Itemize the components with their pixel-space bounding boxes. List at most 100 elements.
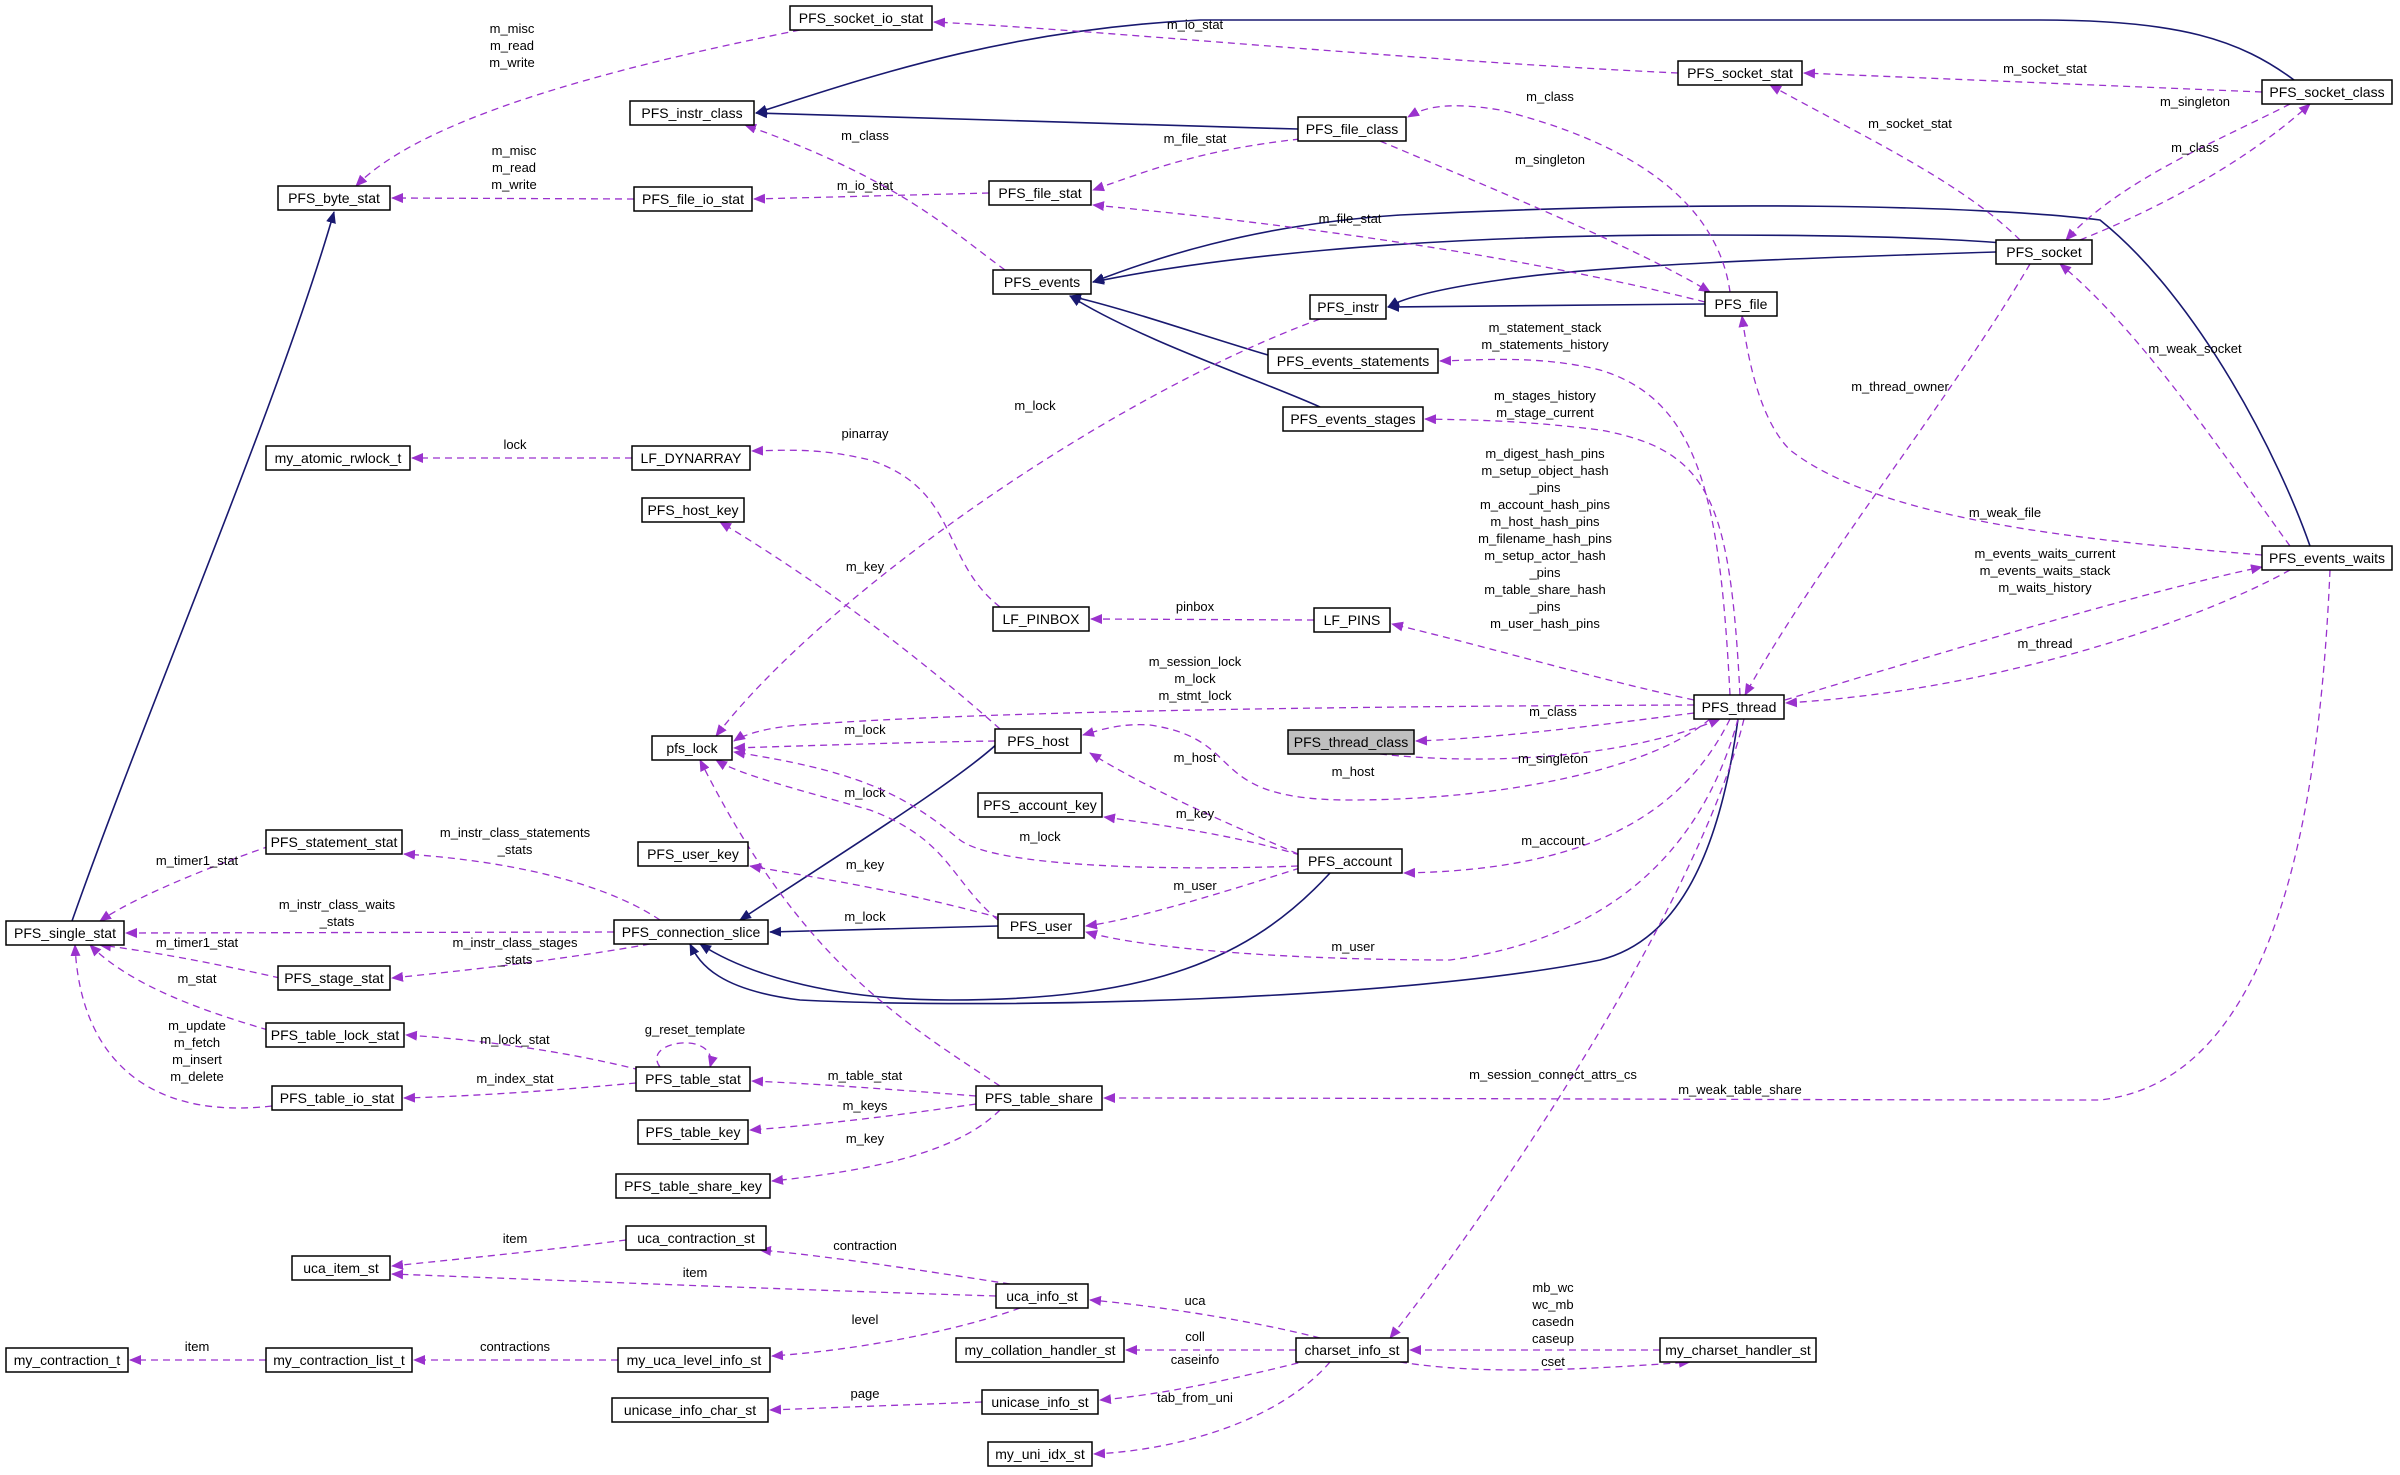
node-pfs-user[interactable]: PFS_user [997,913,1085,939]
member-arrow [1092,138,1301,192]
node-pfs-socket-class[interactable]: PFS_socket_class [2261,79,2393,105]
node-pfs-socket[interactable]: PFS_socket [1995,239,2093,265]
node-pfs-socket-stat[interactable]: PFS_socket_stat [1677,60,1803,86]
member-arrow [699,759,1001,1087]
node-pfs-file-class[interactable]: PFS_file_class [1297,116,1407,142]
node-pfs-instr[interactable]: PFS_instr [1309,294,1387,320]
node-pfs-table-lock-stat[interactable]: PFS_table_lock_stat [265,1022,405,1048]
node-box [5,1347,129,1373]
node-box [271,1085,403,1111]
node-pfs-thread-class[interactable]: PFS_thread_class [1287,729,1415,755]
edge-label: m_host [1332,764,1375,779]
node-unicase-info-st[interactable]: unicase_info_st [981,1389,1099,1415]
node-pfs-account-key[interactable]: PFS_account_key [977,792,1103,818]
node-pfs-table-stat[interactable]: PFS_table_stat [635,1066,751,1092]
node-label: LF_DYNARRAY [641,450,743,466]
edge-PFS_events_stages-to-PFS_events [1069,295,1321,408]
node-pfs-single-stat[interactable]: PFS_single_stat [5,920,125,946]
member-arrow [2079,103,2311,241]
node-lf-dynarray[interactable]: LF_DYNARRAY [631,445,751,471]
node-layer: PFS_socket_io_statPFS_instr_classPFS_byt… [5,5,2393,1467]
member-arrow [1403,718,1731,878]
node-label: PFS_single_stat [14,925,116,941]
node-uca-info-st[interactable]: uca_info_st [995,1283,1089,1309]
inheritance-arrow [1387,301,1706,312]
node-pfs-user-key[interactable]: PFS_user_key [637,841,749,867]
node-pfs-table-share[interactable]: PFS_table_share [975,1085,1103,1111]
node-pfs-events-stages[interactable]: PFS_events_stages [1282,406,1424,432]
edge-PFS_socket-to-PFS_instr [1387,251,1997,308]
node-label: PFS_socket [2006,244,2082,260]
node-uca-contraction-st[interactable]: uca_contraction_st [625,1225,767,1251]
node-pfs-table-share-key[interactable]: PFS_table_share_key [615,1173,771,1199]
node-lf-pins[interactable]: LF_PINS [1313,607,1391,633]
edge-label: m_socket_stat [1868,116,1952,131]
node-pfs-account[interactable]: PFS_account [1297,848,1403,874]
member-arrow [1085,867,1301,930]
edge-PFS_file-to-PFS_file_stat: m_file_stat [1092,201,1706,303]
node-unicase-info-char-st[interactable]: unicase_info_char_st [611,1397,769,1423]
node-my-collation-handler-st[interactable]: my_collation_handler_st [955,1337,1125,1363]
node-label: uca_info_st [1006,1288,1078,1304]
node-label: PFS_events_stages [1290,411,1415,427]
node-my-uni-idx-st[interactable]: my_uni_idx_st [987,1441,1093,1467]
node-label: PFS_file [1715,296,1768,312]
inheritance-arrow [1092,205,2311,547]
node-pfs-stage-stat[interactable]: PFS_stage_stat [277,965,391,991]
node-my-charset-handler-st[interactable]: my_charset_handler_st [1659,1337,1817,1363]
node-label: PFS_events_waits [2269,550,2385,566]
member-arrow [933,17,1679,74]
node-pfs-table-key[interactable]: PFS_table_key [637,1119,749,1145]
node-uca-item-st[interactable]: uca_item_st [291,1255,391,1281]
node-label: uca_contraction_st [637,1230,755,1246]
node-lf-pinbox[interactable]: LF_PINBOX [992,606,1090,632]
edge-PFS_host-to-pfs_lock: m_lock [733,722,996,753]
node-charset-info-st[interactable]: charset_info_st [1295,1337,1409,1363]
node-pfs-socket-io-stat[interactable]: PFS_socket_io_stat [789,5,933,31]
edge-label: m_table_stat [828,1068,903,1083]
node-pfs-host[interactable]: PFS_host [994,728,1082,754]
node-pfs-events[interactable]: PFS_events [992,269,1092,295]
inheritance-arrow [769,925,999,937]
node-pfs-thread[interactable]: PFS_thread [1693,694,1785,720]
node-pfs-file[interactable]: PFS_file [1704,291,1778,317]
node-box [1267,348,1439,374]
node-my-atomic-rwlock-t[interactable]: my_atomic_rwlock_t [265,445,411,471]
node-box [981,1389,1099,1415]
node-my-uca-level-info-st[interactable]: my_uca_level_info_st [617,1347,771,1373]
node-box [617,1347,771,1373]
edge-PFS_socket-to-PFS_socket_class: m_class [2079,103,2311,241]
node-my-contraction-t[interactable]: my_contraction_t [5,1347,129,1373]
edge-label: uca [1185,1293,1207,1308]
node-box [1297,116,1407,142]
edge-label: pinarray [842,426,889,441]
node-pfs-events-waits[interactable]: PFS_events_waits [2261,545,2393,571]
node-label: PFS_thread_class [1294,734,1408,750]
node-pfs-file-stat[interactable]: PFS_file_stat [988,180,1092,206]
node-pfs-connection-slice[interactable]: PFS_connection_slice [613,919,769,945]
node-pfs-table-io-stat[interactable]: PFS_table_io_stat [271,1085,403,1111]
node-box [277,965,391,991]
node-my-contraction-list-t[interactable]: my_contraction_list_t [265,1347,413,1373]
member-arrow [1738,315,2263,556]
node-pfs-lock[interactable]: pfs_lock [651,735,733,761]
node-label: charset_info_st [1305,1342,1400,1358]
edge-charset_info_st-to-uca_info_st: uca [1089,1293,1321,1339]
node-pfs-file-io-stat[interactable]: PFS_file_io_stat [633,186,753,212]
inheritance-arrow [689,718,1739,1005]
node-pfs-events-statements[interactable]: PFS_events_statements [1267,348,1439,374]
edge-PFS_user-to-PFS_user_key: m_key [749,857,1001,919]
node-pfs-byte-stat[interactable]: PFS_byte_stat [277,185,391,211]
node-box [631,445,751,471]
node-pfs-instr-class[interactable]: PFS_instr_class [629,100,755,126]
edge-my_uca_level_info_st-to-my_contraction_list_t: contractions [413,1339,618,1365]
edge-label: contraction [833,1238,897,1253]
node-pfs-statement-stat[interactable]: PFS_statement_stat [265,829,403,855]
node-box [629,100,755,126]
node-box [994,728,1082,754]
edge-label: m_timer1_stat [156,935,239,950]
node-pfs-host-key[interactable]: PFS_host_key [641,497,745,523]
